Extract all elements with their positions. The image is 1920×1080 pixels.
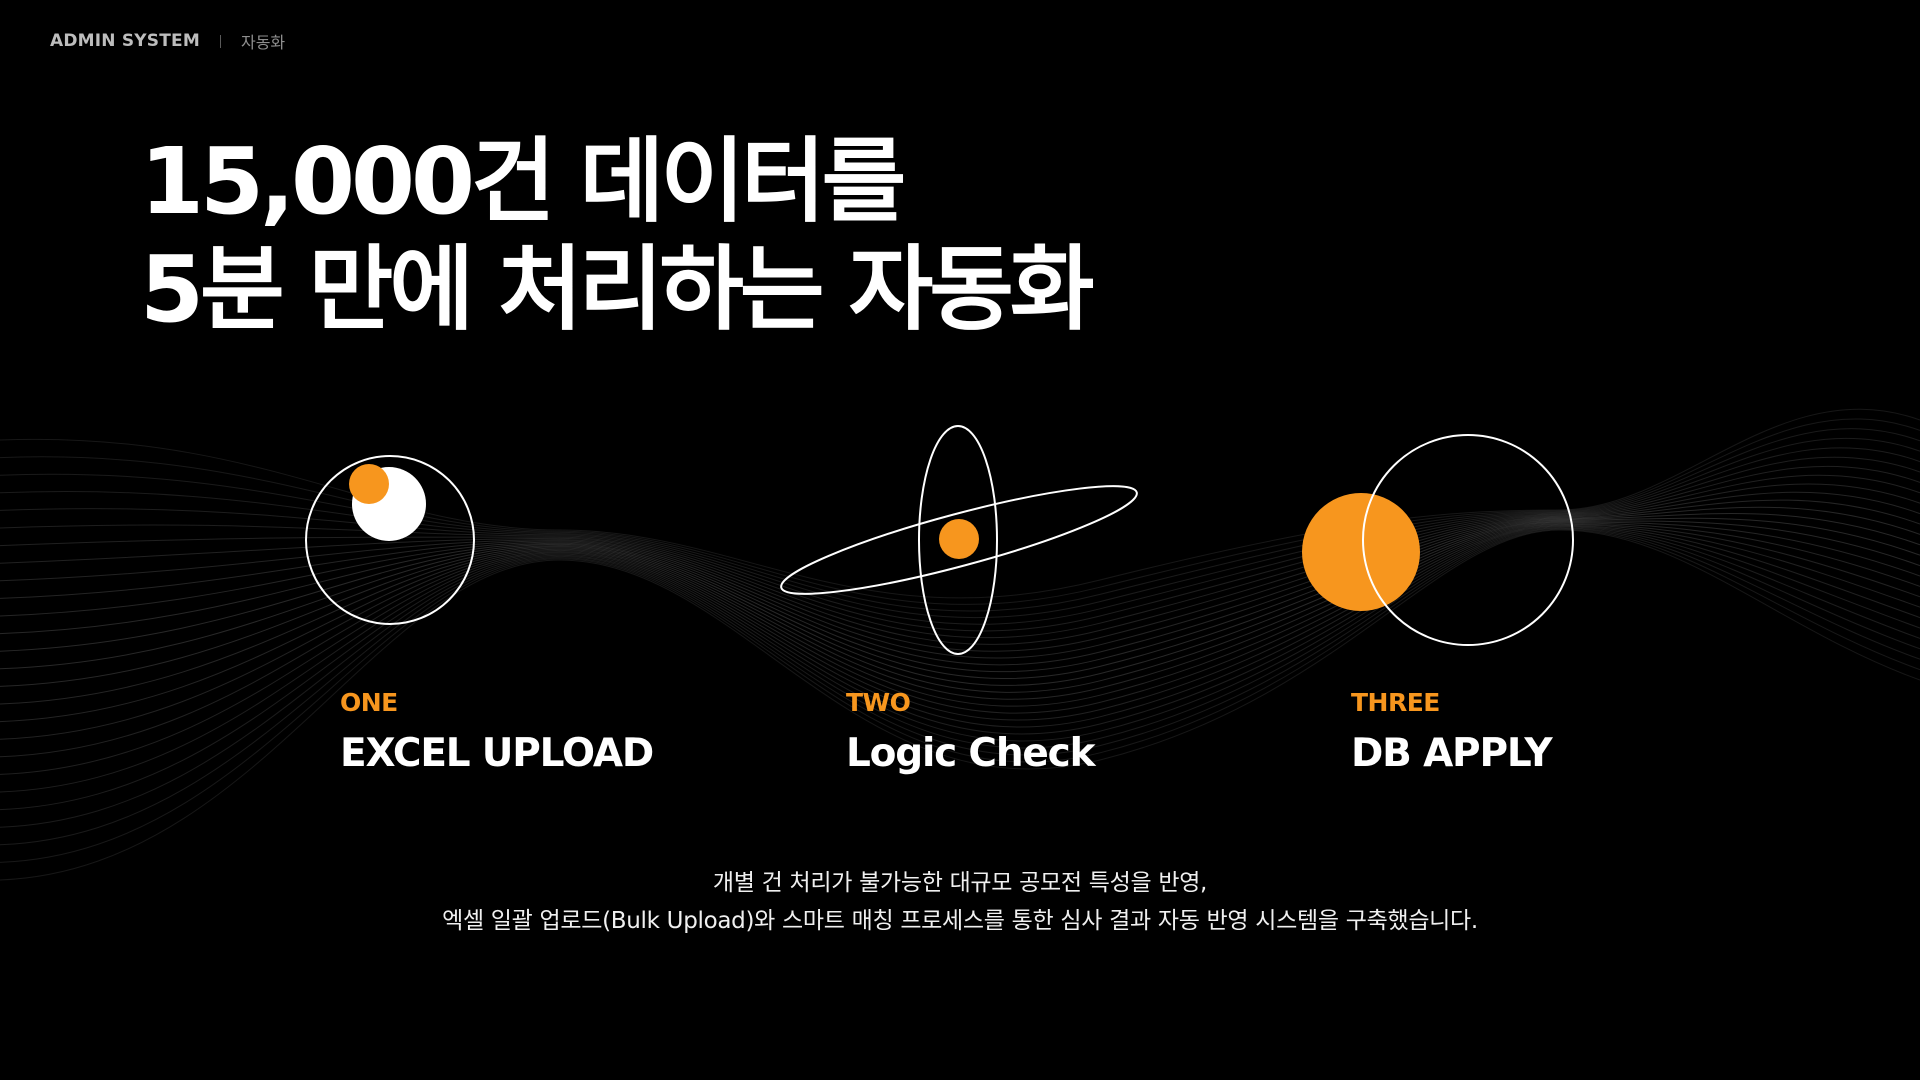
step-one: ONE EXCEL UPLOAD xyxy=(340,688,654,776)
db-apply-icon xyxy=(1302,434,1574,646)
wave-line xyxy=(0,474,1920,645)
wave-line xyxy=(0,517,1920,686)
wave-line xyxy=(0,512,1920,679)
breadcrumb: 자동화 xyxy=(240,33,286,52)
step-three: THREE DB APPLY xyxy=(1351,688,1553,776)
wave-line xyxy=(0,522,1920,723)
step-title: Logic Check xyxy=(846,731,1096,776)
wave-line xyxy=(0,520,1920,693)
breadcrumb-divider xyxy=(219,34,221,48)
wave-line xyxy=(0,525,1920,793)
wave-line xyxy=(0,483,1920,652)
brand-label: ADMIN SYSTEM xyxy=(50,31,200,51)
step-title: DB APPLY xyxy=(1351,731,1553,776)
wave-line xyxy=(0,529,1920,881)
top-bar: ADMIN SYSTEM 자동화 xyxy=(50,29,285,53)
wave-line xyxy=(0,491,1920,659)
step-title: EXCEL UPLOAD xyxy=(340,731,654,776)
wave-line xyxy=(0,527,1920,846)
wave-line xyxy=(0,524,1920,775)
description-line-2: 엑셀 일괄 업로드(Bulk Upload)와 스마트 매칭 프로세스를 통한 … xyxy=(442,908,1478,934)
wave-line xyxy=(0,526,1920,811)
wave-line xyxy=(0,527,1920,828)
wave-line xyxy=(0,523,1920,740)
logic-orbit-icon xyxy=(780,425,1138,655)
wave-line xyxy=(0,523,1920,758)
wave-line xyxy=(0,499,1920,666)
wave-line xyxy=(0,506,1920,673)
wave-line xyxy=(0,528,1920,863)
page-title: 15,000건 데이터를 5분 만에 처리하는 자동화 xyxy=(140,128,1095,344)
title-line-2: 5분 만에 처리하는 자동화 xyxy=(140,236,1095,343)
upload-orbit-icon xyxy=(305,455,475,625)
step-number: TWO xyxy=(846,688,911,717)
step-two: TWO Logic Check xyxy=(846,688,1096,776)
step-number: ONE xyxy=(340,688,398,717)
description: 개별 건 처리가 불가능한 대규모 공모전 특성을 반영, 엑셀 일괄 업로드(… xyxy=(0,864,1920,940)
wave-line xyxy=(0,521,1920,705)
step-number: THREE xyxy=(1351,688,1440,717)
description-line-1: 개별 건 처리가 불가능한 대규모 공모전 특성을 반영, xyxy=(712,870,1208,896)
title-line-1: 15,000건 데이터를 xyxy=(140,128,906,235)
